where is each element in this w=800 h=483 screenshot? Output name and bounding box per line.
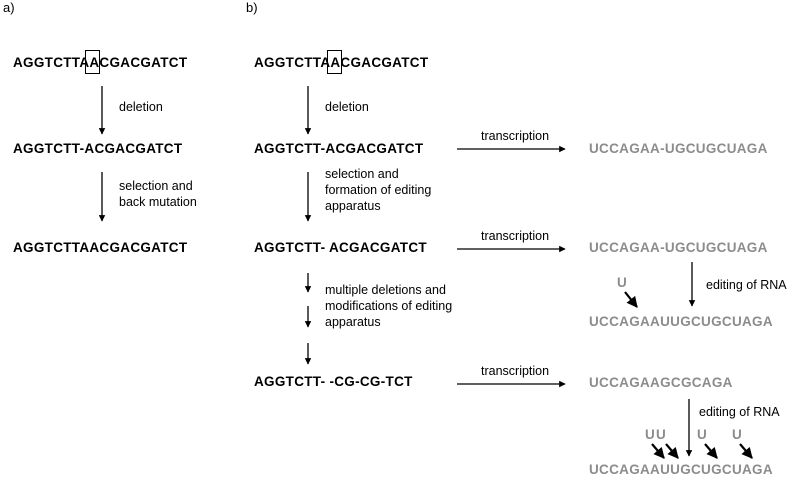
panel-b-step-multiple-label-2: modifications of editing [325,299,453,313]
rna-transcript-3-edited: UCCAGAAUUGCUGCUAGA [589,462,773,477]
u-insertion-arrow [624,291,638,308]
panel-b-sequence-multiple-deletions: AGGTCTT- -CG-CG-TCT [254,374,413,389]
panel-b-step-selection-label-2: formation of editing [325,183,432,197]
inserted-u-label: U [732,427,742,442]
rna-transcript-3: UCCAGAAGCGCAGA [589,375,733,390]
u-insertion-arrow [704,443,718,459]
inserted-u-label: U [656,427,666,442]
panel-b-step-multiple-label-3: apparatus [325,315,381,329]
panel-a-step-selection-label-1: selection and [119,179,193,193]
panel-b-label: b) [246,0,258,15]
panel-b-highlight-box [327,50,342,74]
panel-b-sequence-apparatus: AGGTCTT- ACGACGATCT [254,240,427,255]
panel-a-sequence-original: AGGTCTTAACGACGATCT [13,55,188,70]
panel-a-label: a) [3,0,15,15]
inserted-u-label: U [697,427,707,442]
panel-a-highlight-box [85,50,100,74]
panel-b-step-selection-label-3: apparatus [325,199,381,213]
inserted-u-label: U [645,427,655,442]
editing-label-1: editing of RNA [706,278,787,292]
transcription-label-3: transcription [481,364,550,378]
editing-label-2: editing of RNA [699,405,780,419]
panel-a-sequence-restored: AGGTCTTAACGACGATCT [13,240,188,255]
rna-transcript-2-edited: UCCAGAAUUGCUGCUAGA [589,314,773,329]
transcription-label-2: transcription [481,229,550,243]
transcription-label-1: transcription [481,129,550,143]
u-insertion-arrow [665,443,679,459]
u-insertion-arrow [651,443,665,459]
panel-b-step-selection-label-1: selection and [325,167,399,181]
panel-a-step-deletion-label: deletion [119,100,163,114]
rna-transcript-2: UCCAGAA-UGCUGCUAGA [589,240,768,255]
panel-b-step-deletion-label: deletion [325,100,369,114]
panel-b-sequence-deleted: AGGTCTT-ACGACGATCT [254,141,424,156]
u-insertion-arrow [739,443,753,459]
panel-a-sequence-deleted: AGGTCTT-ACGACGATCT [13,141,183,156]
panel-a-step-selection-label-2: back mutation [119,195,197,209]
rna-transcript-1: UCCAGAA-UGCUGCUAGA [589,141,768,156]
inserted-u-label: U [617,275,627,290]
panel-b-step-multiple-label-1: multiple deletions and [325,283,446,297]
